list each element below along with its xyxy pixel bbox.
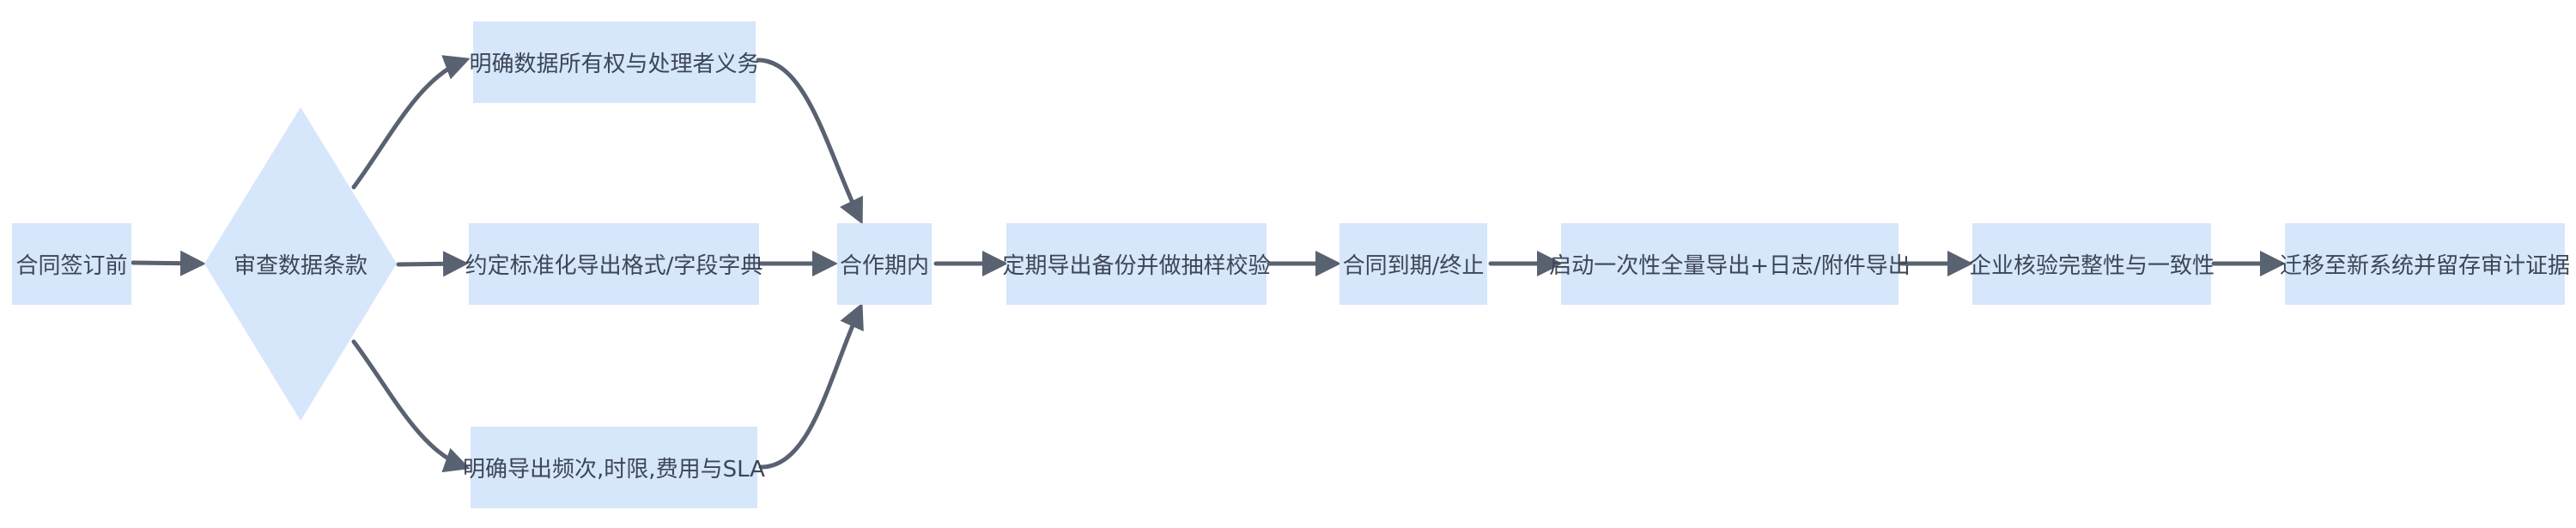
node-before-contract: 合同签订前 bbox=[12, 223, 131, 305]
edge-review-to-sla bbox=[351, 339, 471, 473]
decision-review-terms-label: 审查数据条款 bbox=[233, 253, 368, 279]
node-during-contract: 合作期内 bbox=[837, 223, 932, 305]
decision-diamond-shape bbox=[204, 107, 397, 421]
node-full-export-label: 启动一次性全量导出+日志/附件导出 bbox=[1549, 253, 1911, 279]
node-migrate: 迁移至新系统并留存审计证据 bbox=[2280, 223, 2570, 305]
decision-review-terms: 审查数据条款 bbox=[204, 107, 397, 421]
node-export-sla-label: 明确导出频次,时限,费用与SLA bbox=[463, 457, 765, 482]
edge-ownership-to-during bbox=[756, 58, 863, 225]
node-export-sla: 明确导出频次,时限,费用与SLA bbox=[463, 427, 765, 508]
node-before-contract-label: 合同签订前 bbox=[15, 253, 128, 279]
node-contract-end-label: 合同到期/终止 bbox=[1342, 253, 1485, 279]
node-contract-end: 合同到期/终止 bbox=[1340, 223, 1487, 305]
node-migrate-label: 迁移至新系统并留存审计证据 bbox=[2280, 253, 2571, 279]
node-ownership: 明确数据所有权与处理者义务 bbox=[470, 21, 760, 103]
node-backup-label: 定期导出备份并做抽样校验 bbox=[1002, 253, 1271, 279]
node-verify: 企业核验完整性与一致性 bbox=[1969, 223, 2215, 305]
edge-sla-to-during bbox=[758, 302, 864, 470]
edge-review-to-ownership bbox=[351, 55, 471, 190]
node-full-export: 启动一次性全量导出+日志/附件导出 bbox=[1549, 223, 1911, 305]
node-during-contract-label: 合作期内 bbox=[839, 253, 929, 279]
node-standard-export-label: 约定标准化导出格式/字段字典 bbox=[465, 253, 763, 279]
edge-before-to-review bbox=[131, 250, 206, 276]
node-verify-label: 企业核验完整性与一致性 bbox=[1969, 253, 2215, 279]
node-standard-export: 约定标准化导出格式/字段字典 bbox=[465, 223, 762, 305]
node-ownership-label: 明确数据所有权与处理者义务 bbox=[469, 52, 760, 77]
node-backup: 定期导出备份并做抽样校验 bbox=[1003, 223, 1271, 305]
